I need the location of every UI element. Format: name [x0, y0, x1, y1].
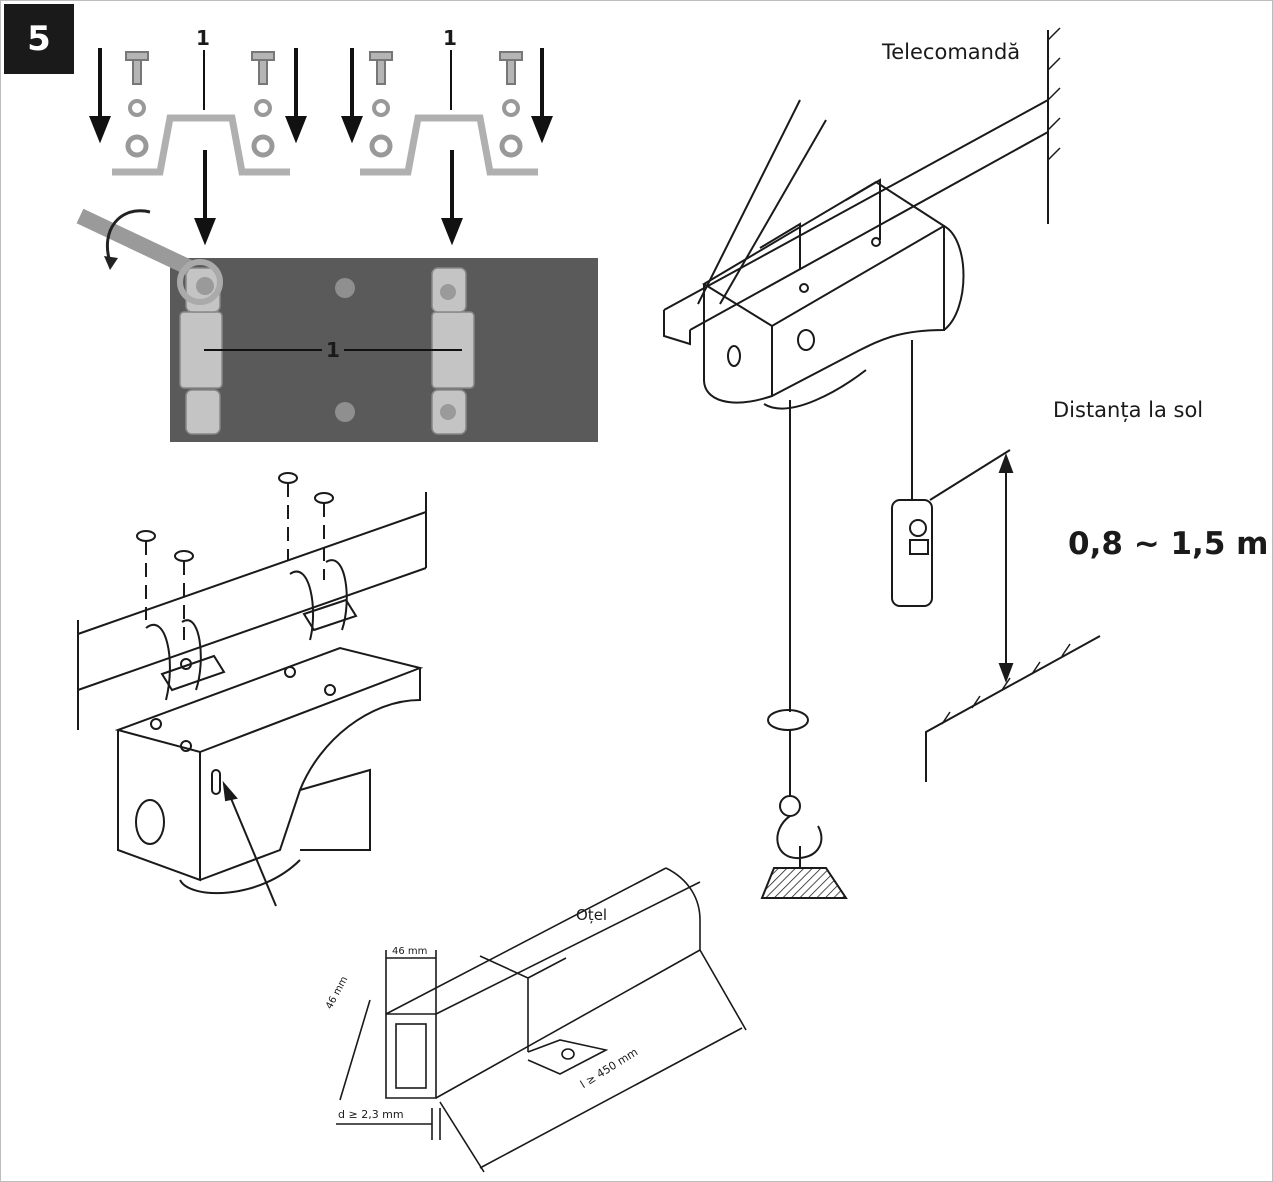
steel-label: Oțel: [576, 906, 608, 924]
u-bracket-right: [360, 114, 538, 176]
remote-control-label: Telecomandă: [882, 40, 1021, 64]
hanging-hoist-drawing: [663, 27, 1101, 899]
callout-one-left: 1: [196, 26, 210, 50]
hoist-mounting-drawing: [77, 472, 427, 907]
ground-distance-range: 0,8 ~ 1,5 m: [1068, 526, 1269, 562]
down-arrow-icons: [89, 48, 553, 246]
callout-one-right: 1: [443, 26, 457, 50]
wrench-icon: [76, 208, 194, 276]
bolt-set-right: [369, 51, 523, 158]
callout-one-plate: 1: [326, 338, 340, 362]
steel-beam-drawing: [336, 867, 747, 1173]
mounting-photo: [76, 48, 598, 442]
u-bracket-left: [112, 114, 290, 176]
ground-distance-label: Distanța la sol: [1053, 398, 1204, 422]
wall-thickness-label: d ≥ 2,3 mm: [338, 1108, 404, 1121]
step-number-badge: 5: [4, 4, 74, 74]
beam-width-label: 46 mm: [392, 946, 428, 957]
bolt-set-left: [125, 51, 275, 158]
